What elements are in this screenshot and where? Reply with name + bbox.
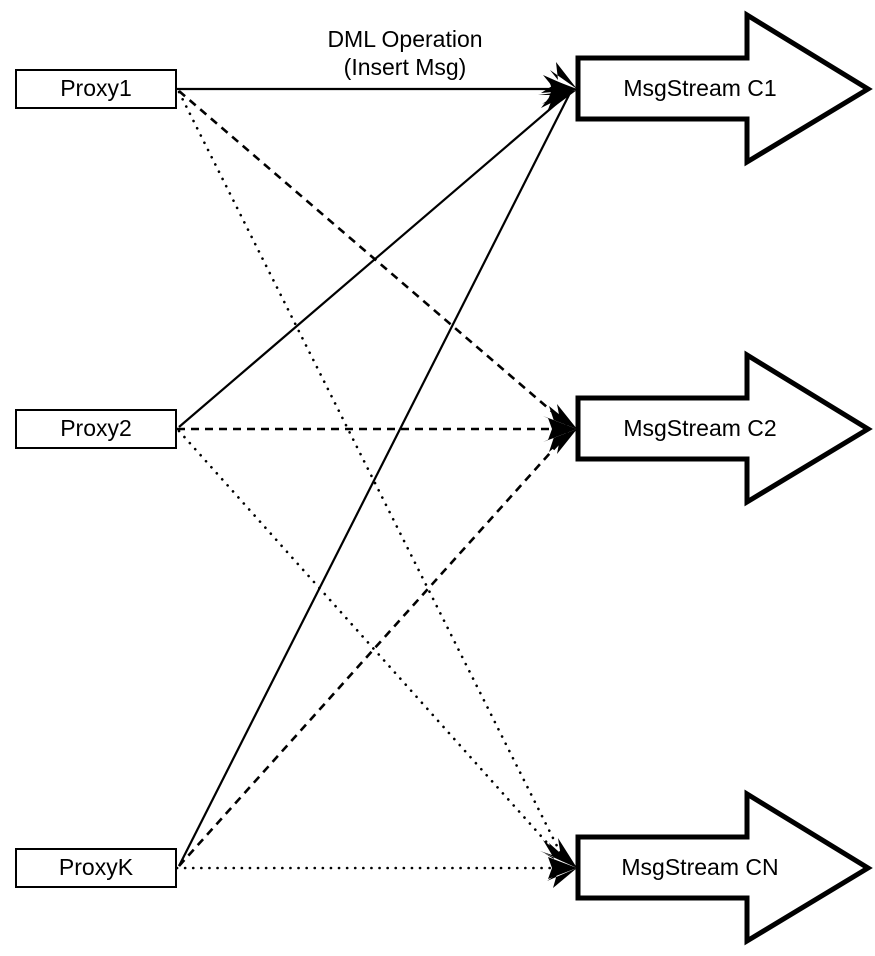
- arrowhead-c2-extra-a: [551, 404, 577, 429]
- msgstream-c1-label: MsgStream C1: [623, 75, 776, 101]
- stream-node-c1[interactable]: MsgStream C1: [575, 10, 873, 167]
- msgstream-c2-arrow-shape[interactable]: [575, 350, 873, 507]
- msgstream-c2-label: MsgStream C2: [623, 415, 776, 441]
- stream-node-cn[interactable]: MsgStream CN: [575, 789, 873, 946]
- arrowhead-c2-from-proxy2: [548, 418, 577, 440]
- arrowhead-cn-extra-a: [547, 868, 577, 888]
- edge-caption-line1: DML Operation: [327, 26, 482, 52]
- edge-caption-line2: (Insert Msg): [344, 54, 467, 80]
- link-proxy2-to-c1: [178, 91, 571, 428]
- link-proxyk-to-c1: [178, 92, 571, 867]
- arrowhead-c1-extra-b: [550, 62, 577, 89]
- arrowhead-cluster-cn: [540, 838, 577, 888]
- arrowhead-cluster-c1: [538, 62, 577, 112]
- msgstream-cn-arrow-shape[interactable]: [575, 789, 873, 946]
- proxyk-label: ProxyK: [59, 854, 134, 880]
- msgstream-cn-label: MsgStream CN: [621, 854, 778, 880]
- arrowhead-cn-from-proxyk: [548, 857, 577, 879]
- edge-caption-dml-operation: DML Operation (Insert Msg): [327, 26, 482, 80]
- proxyk-box[interactable]: [15, 848, 177, 888]
- stream-node-c2[interactable]: MsgStream C2: [575, 350, 873, 507]
- link-proxy2-to-cn: [177, 429, 568, 866]
- arrowhead-c2-extra-b: [551, 429, 577, 454]
- proxy-node-proxy1[interactable]: Proxy1: [15, 69, 177, 109]
- arrowhead-cluster-c2: [543, 404, 577, 454]
- connector-layer: [175, 87, 572, 870]
- proxy2-box[interactable]: [15, 409, 177, 449]
- proxy1-label: Proxy1: [60, 75, 132, 101]
- arrowhead-c1-from-proxy2: [541, 75, 577, 93]
- link-proxy1-to-cn: [177, 90, 568, 866]
- arrowhead-cn-extra-b: [552, 838, 577, 868]
- arrowhead-layer: [538, 62, 577, 888]
- arrowhead-c1-extra-a: [542, 90, 577, 112]
- proxy2-label: Proxy2: [60, 415, 132, 441]
- proxy-node-proxy2[interactable]: Proxy2: [15, 409, 177, 449]
- proxy-node-proxyk[interactable]: ProxyK: [15, 848, 177, 888]
- msgstream-c1-arrow-shape[interactable]: [575, 10, 873, 167]
- proxy1-box[interactable]: [15, 69, 177, 109]
